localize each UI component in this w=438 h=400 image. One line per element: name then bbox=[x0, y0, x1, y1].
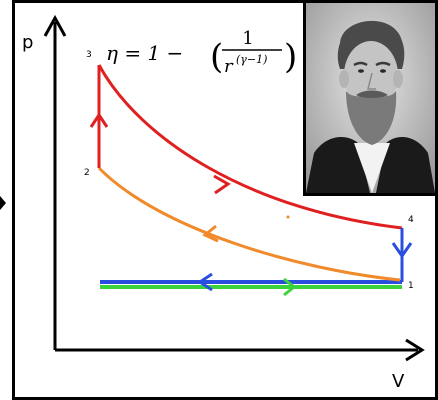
formula-left-paren: ( bbox=[210, 37, 223, 77]
v-axis-arrowhead bbox=[405, 338, 425, 362]
point-3-label: 3 bbox=[86, 50, 92, 60]
formula-denominator-base: r bbox=[224, 56, 234, 77]
efficiency-formula: η = 1 − ( 1 r (γ−1) ) bbox=[106, 28, 297, 77]
point-2-label: 2 bbox=[84, 168, 90, 178]
formula-numerator: 1 bbox=[242, 28, 253, 49]
expansion-curve bbox=[97, 64, 403, 230]
expansion-arrow bbox=[213, 174, 231, 195]
left-edge-arrow bbox=[0, 196, 6, 210]
compression-curve bbox=[97, 166, 401, 282]
point-4-label: 4 bbox=[408, 215, 414, 225]
blowdown-arrow bbox=[391, 242, 413, 259]
intake-arrow bbox=[283, 277, 297, 297]
formula-lhs: η = 1 − bbox=[106, 41, 183, 65]
exhaust-arrow bbox=[197, 272, 213, 292]
point-1-label: 1 bbox=[408, 281, 414, 291]
formula-denominator-exponent: (γ−1) bbox=[236, 53, 267, 66]
p-axis-label: p bbox=[22, 32, 33, 53]
portrait-illustration bbox=[306, 3, 435, 193]
axes bbox=[43, 14, 425, 362]
orange-dot bbox=[286, 215, 290, 219]
v-axis-label: V bbox=[392, 371, 405, 392]
combustion-arrow bbox=[89, 112, 109, 128]
p-axis-arrowhead bbox=[43, 14, 67, 37]
portrait-photo bbox=[303, 0, 438, 196]
compression-arrow bbox=[202, 224, 219, 243]
formula-right-paren: ) bbox=[284, 37, 297, 77]
